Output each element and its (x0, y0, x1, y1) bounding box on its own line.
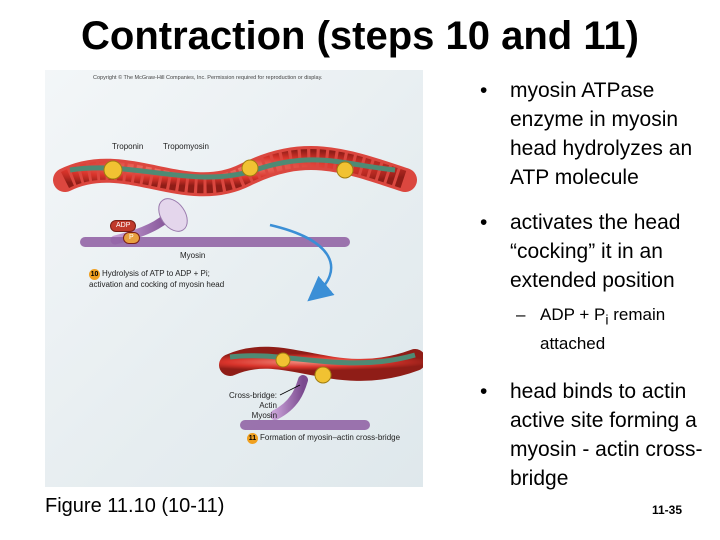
troponin-icon (103, 160, 123, 180)
transition-arrow (269, 223, 335, 302)
bullet-list: • myosin ATPase enzyme in myosin head hy… (480, 76, 720, 509)
actin-filament-upper (53, 146, 417, 197)
bullet-item: • activates the head “cocking” it in an … (480, 208, 720, 295)
bullet-text: activates the head “cocking” it in an ex… (510, 211, 681, 292)
myosin-head-bound (240, 375, 370, 430)
figure-caption: Figure 11.10 (10-11) (45, 495, 225, 517)
muscle-figure-illustration (53, 146, 423, 430)
copyright-notice: Copyright © The McGraw-Hill Companies, I… (93, 75, 323, 81)
bullet-text: head binds to actin active site forming … (510, 380, 703, 491)
bullet-dot-icon: • (480, 380, 488, 404)
cross-bridge-label: Cross-bridge: (229, 391, 278, 400)
step-10-line1: Hydrolysis of ATP to ADP + Pi; (102, 269, 210, 278)
slide-number: 11-35 (652, 503, 683, 517)
bullet-text: myosin ATPase enzyme in myosin head hydr… (510, 79, 693, 189)
myosin-label-lower: Myosin (251, 411, 278, 420)
myosin-label: Myosin (180, 251, 206, 260)
slide-title: Contraction (steps 10 and 11) (81, 14, 639, 58)
adp-label: ADP (110, 220, 137, 232)
actin-label: Actin (259, 401, 278, 410)
sub-bullet-subscript: i (605, 312, 609, 329)
step-10-line2: activation and cocking of myosin head (89, 280, 225, 289)
sub-bullet-item: – ADP + Pi remain attached (480, 303, 720, 355)
tropomyosin-label: Tropomyosin (163, 142, 209, 151)
sub-bullet-suffix: remain attached (540, 305, 666, 354)
sub-bullet-prefix: ADP + P (540, 305, 606, 324)
phosphate-label: P (123, 232, 140, 244)
cross-bridge-labels: Cross-bridge: Actin Myosin (229, 391, 277, 421)
step-10-number: 10 (89, 269, 100, 280)
step-11-line1: Formation of myosin–actin cross-bridge (260, 433, 401, 442)
step-11-number: 11 (247, 433, 258, 444)
bullet-dot-icon: • (480, 211, 488, 234)
bullet-item: • head binds to actin active site formin… (480, 377, 720, 493)
troponin-label: Troponin (112, 142, 144, 151)
figure-panel: Copyright © The McGraw-Hill Companies, I… (45, 70, 423, 487)
dash-icon: – (516, 305, 526, 324)
actin-filament-lower (219, 346, 423, 384)
bullet-item: • myosin ATPase enzyme in myosin head hy… (480, 76, 720, 192)
bullet-dot-icon: • (480, 79, 488, 102)
